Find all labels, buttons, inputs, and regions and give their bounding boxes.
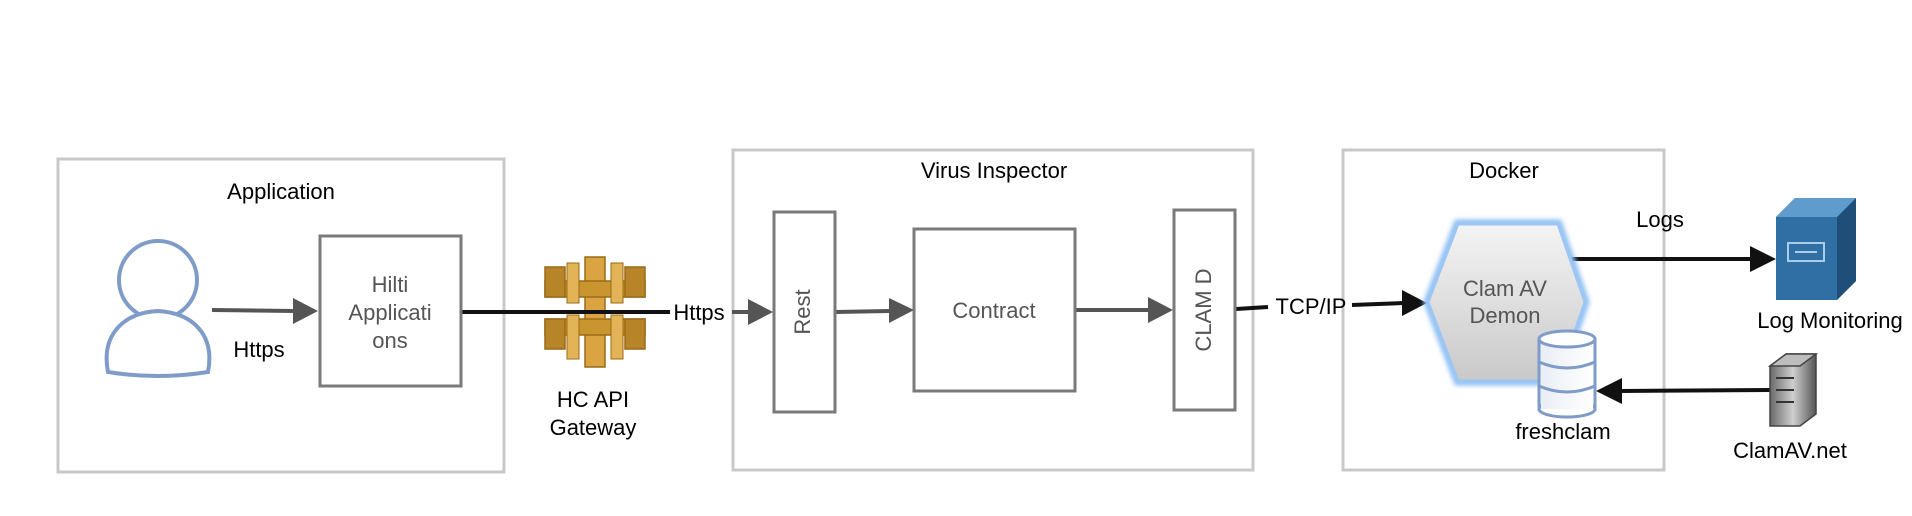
edge-user-to-app	[211, 308, 295, 313]
hilti-applications-label-1: Hilti	[372, 272, 409, 297]
hilti-applications-label-2: Applicati	[348, 300, 431, 325]
clam-av-demon-label-2: Demon	[1470, 303, 1541, 328]
edge-label-demon-to-logs: Logs	[1636, 207, 1684, 232]
arrowhead-clamavnet-to-freshclam	[1596, 378, 1622, 404]
gateway-label-1: HC API	[557, 387, 629, 412]
edge-label-user-to-app: Https	[233, 337, 284, 362]
edge-label-clamd-to-demon: TCP/IP	[1276, 294, 1347, 319]
docker-group	[1341, 148, 1666, 472]
arrowhead-user-to-app	[293, 298, 318, 324]
edge-clamavnet-to-freshclam	[1619, 388, 1771, 393]
user-icon	[104, 239, 212, 378]
server-icon	[1776, 198, 1856, 300]
application-group-label: Application	[227, 179, 335, 204]
arrowhead-gateway-to-rest	[748, 299, 773, 325]
contract-label: Contract	[952, 298, 1035, 323]
arrowhead-contract-to-clamd	[1148, 297, 1173, 323]
rest-label: Rest	[790, 289, 815, 334]
clamd-label: CLAM D	[1191, 268, 1216, 351]
clamav-net-label: ClamAV.net	[1733, 438, 1847, 463]
rest-box	[772, 210, 837, 414]
docker-group-label: Docker	[1469, 158, 1539, 183]
edge-clamd-to-demon-b	[1351, 301, 1405, 307]
hilti-applications-box	[318, 234, 463, 388]
application-group	[56, 157, 506, 474]
clam-av-demon-label-1: Clam AV	[1463, 276, 1547, 301]
freshclam-label: freshclam	[1515, 419, 1610, 444]
log-monitoring-label: Log Monitoring	[1757, 308, 1903, 333]
clamav-server-icon	[1767, 353, 1819, 427]
arrowhead-clamd-to-demon	[1402, 290, 1427, 316]
api-gateway-icon	[535, 256, 655, 368]
edge-clamd-to-demon-a	[1235, 305, 1269, 311]
contract-box	[912, 227, 1077, 393]
gateway-label-2: Gateway	[550, 415, 637, 440]
edge-label-gateway-to-rest: Https	[673, 300, 724, 325]
virus-inspector-group-label: Virus Inspector	[921, 158, 1067, 183]
edge-rest-to-contract	[834, 309, 893, 314]
arrowhead-rest-to-contract	[889, 298, 914, 323]
database-icon	[1537, 329, 1597, 419]
hilti-applications-label-3: ons	[372, 328, 407, 353]
clamd-box	[1172, 208, 1237, 412]
arrowhead-demon-to-logs	[1750, 246, 1776, 272]
